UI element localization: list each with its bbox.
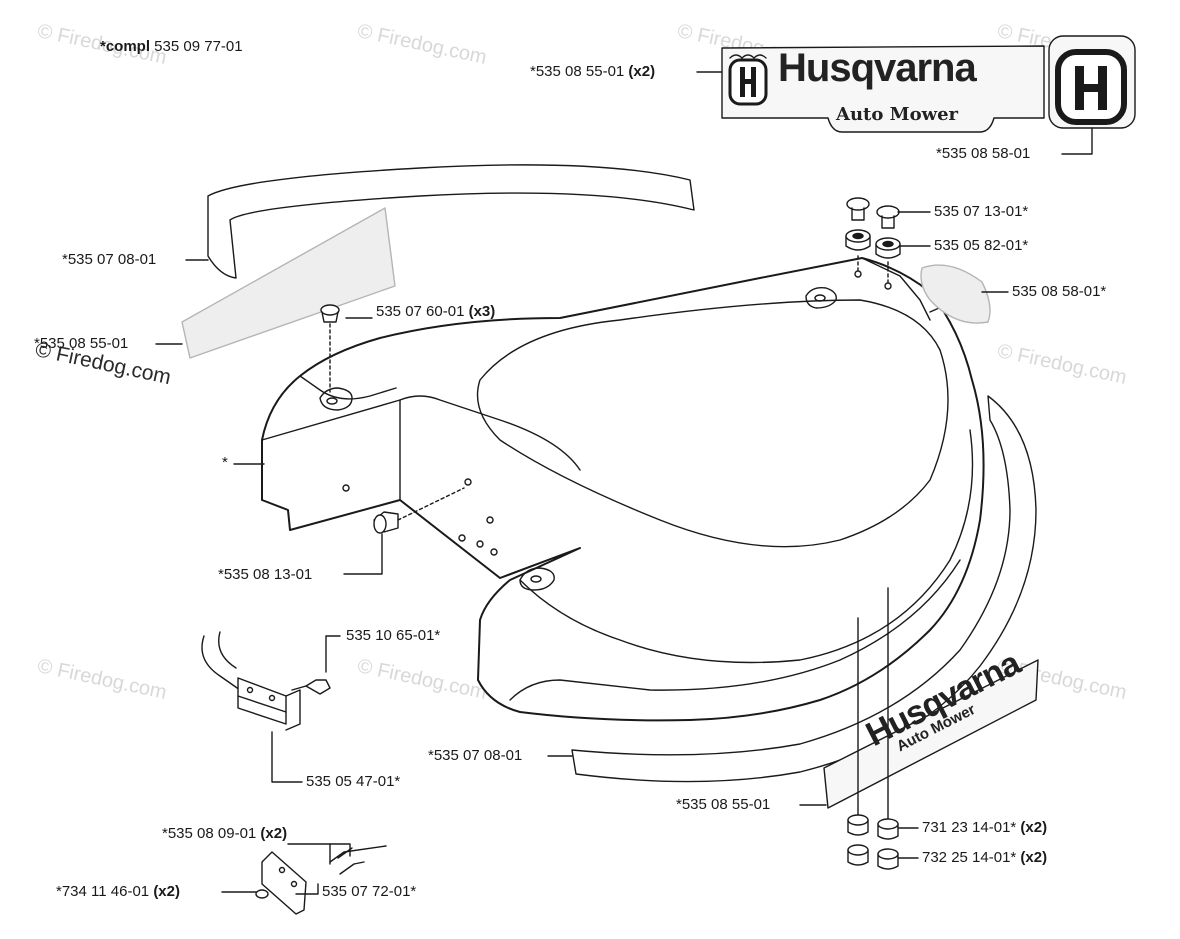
label-bolt: *535 08 09-01 (x2) [162,825,288,842]
label-asterisk-body: * [222,454,228,471]
label-decal-left: *535 08 55-01 [34,335,129,352]
top-decal-outline [721,45,1045,133]
label-washer: 535 05 82-01* [934,237,1029,254]
cover-top-panel [476,299,949,548]
label-nut-1: 731 23 14-01* (x2) [922,819,1048,836]
label-emblem-top: *535 08 58-01 [936,145,1031,162]
label-decal-top: *535 08 55-01 (x2) [530,63,656,80]
right-small-emblem [920,264,991,324]
front-strip [571,395,1037,783]
top-strip [207,164,695,279]
nut-part [847,814,899,870]
label-cap: 535 07 13-01* [934,203,1029,220]
washer-part [845,229,901,259]
mount-pad [319,387,353,411]
decal-brand-name: Husqvarna [778,46,977,90]
bracket-screw [291,679,331,695]
screw-top-part [320,304,340,393]
label-small-washer: *734 11 46-01 (x2) [56,883,180,900]
cable [201,635,241,691]
mount-pad [805,286,837,309]
decal-crown-emblem [728,54,768,106]
decal-brand-subtitle: Auto Mower [836,104,959,125]
cable [218,631,237,669]
label-nut-2: 732 25 14-01* (x2) [922,849,1048,866]
plug-part [373,487,465,534]
mount-pad [519,567,555,591]
bottom-decal [823,659,1039,809]
label-compl: *compl 535 09 77-01 [100,38,243,55]
label-plate: 535 07 72-01* [322,883,417,900]
bolt-part [329,845,387,875]
separate-crown-emblem [1048,35,1136,129]
left-decal [181,207,396,359]
label-strip-bottom: *535 07 08-01 [428,747,523,764]
small-washer [255,889,269,899]
label-strip-top: *535 07 08-01 [62,251,157,268]
label-plug: *535 08 13-01 [218,566,313,583]
label-screw-top: 535 07 60-01 (x3) [376,303,496,320]
main-cover-outline [261,257,985,722]
label-screw-bracket: 535 10 65-01* [346,627,441,644]
bracket-part [237,677,301,731]
label-bracket: 535 05 47-01* [306,773,401,790]
plate-part [261,851,307,915]
label-decal-bottom: *535 08 55-01 [676,796,771,813]
cap-part [846,197,900,229]
label-emblem-right: 535 08 58-01* [1012,283,1107,300]
